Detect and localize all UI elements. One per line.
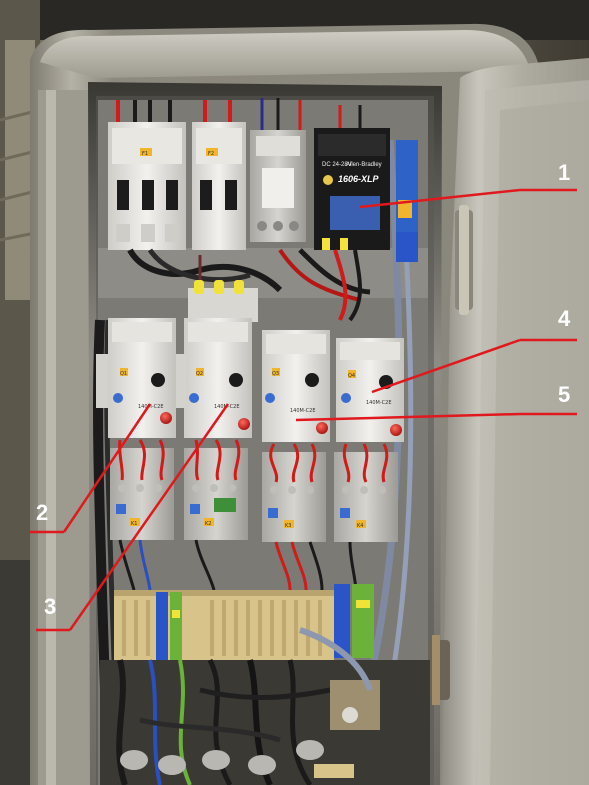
starter-q4-model: 140M-C2E [366,400,392,406]
bottom-cabling [100,627,430,785]
starter-q3-model: 140M-C2E [290,408,316,414]
starter-q1-tag: Q1 [120,371,127,377]
breaker-1-tag: F1 [142,151,148,157]
fuse-terminals [188,280,258,322]
callout-4-line [371,338,521,394]
power-wiring [118,439,389,591]
power-supply-unit: DC 24-28V Allen-Bradley 1606-XLP [314,128,390,250]
motor-starter-q1: Q1 140M-C2E [96,318,176,438]
contactor-k2-tag: K2 [205,521,211,527]
motor-starters: Q1 140M-C2E Q2 140M-C2E Q3 1 [96,318,404,442]
cabinet-door [428,58,589,785]
callout-5-number: 5 [558,382,570,407]
power-supply-brand: Allen-Bradley [346,162,382,168]
callout-1-number: 1 [558,160,570,185]
starter-q4-tag: Q4 [348,373,355,379]
callout-1-line [359,188,521,209]
motor-starter-q4: Q4 140M-C2E [336,338,404,442]
motor-starter-q3: Q3 140M-C2E [262,330,330,442]
callout-numbers: 1 2 3 4 5 [36,160,571,619]
circuit-breakers: F1 F2 [108,122,246,250]
callout-5-line [295,412,521,422]
breaker-2-tag: F2 [208,151,214,157]
terminal-rail [114,584,374,662]
callout-4-number: 4 [558,306,571,331]
motor-starter-q2: Q2 140M-C2E [176,318,252,438]
callout-2-number: 2 [36,500,48,525]
contactor-k4-tag: K4 [357,523,363,529]
callout-2-line [62,403,152,533]
relay-contactor [250,130,306,242]
starter-q1-model: 140M-C2E [138,404,164,410]
blue-terminal-blocks [396,140,418,262]
top-wiring [116,98,371,322]
callout-3-number: 3 [44,594,56,619]
starter-q2-tag: Q2 [196,371,203,377]
power-supply-model: 1606-XLP [338,174,380,184]
callout-3-line [68,403,230,631]
contactor-k1-tag: K1 [131,521,137,527]
power-supply-rating: DC 24-28V [322,162,352,168]
callout-lines [30,188,577,632]
contactor-k3-tag: K3 [285,523,291,529]
starter-q3-tag: Q3 [272,371,279,377]
